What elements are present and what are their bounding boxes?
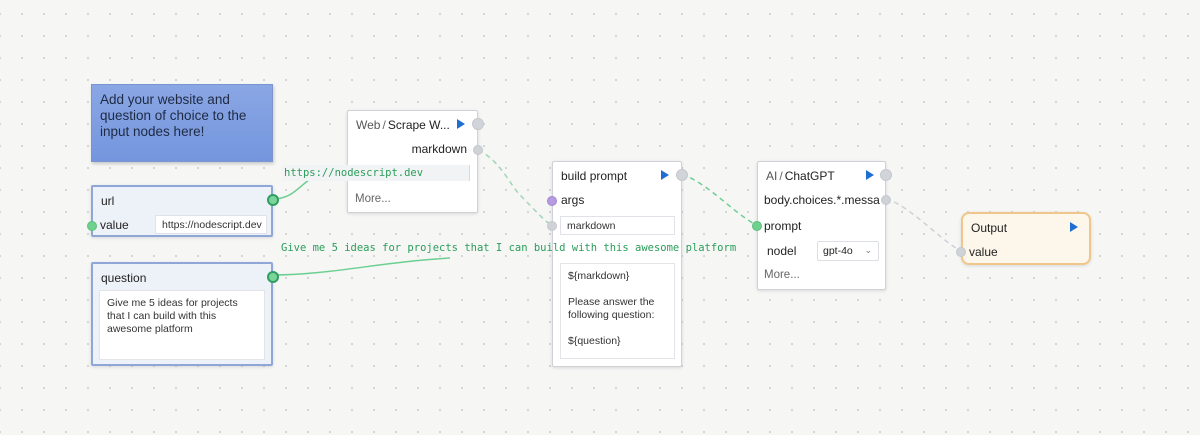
node-output-port[interactable] [472, 118, 484, 130]
markdown-output-label: markdown [411, 142, 467, 156]
node-output-port[interactable] [880, 169, 892, 181]
build-prompt-node[interactable]: build prompt args markdown ${markdown} P… [547, 161, 688, 367]
play-icon[interactable] [866, 170, 874, 180]
node-title: question [101, 271, 147, 285]
body-output-port[interactable] [881, 195, 891, 205]
node-header: Web/Scrape W... [348, 111, 449, 137]
node-output-port[interactable] [676, 169, 688, 181]
url-value-field[interactable]: https://nodescript.dev [155, 215, 267, 234]
question-textarea[interactable]: Give me 5 ideas for projects that I can … [99, 290, 265, 360]
wire-question-to-prompt [271, 257, 451, 276]
value-input-port[interactable] [87, 221, 97, 231]
play-icon[interactable] [457, 119, 465, 129]
prompt-template-textarea[interactable]: ${markdown} Please answer the following … [560, 263, 675, 359]
url-output-port[interactable] [267, 194, 279, 206]
more-link[interactable]: More... [355, 193, 391, 205]
question-output-port[interactable] [267, 271, 279, 283]
chevron-down-icon: ⌄ [864, 245, 872, 255]
markdown-output-port[interactable] [473, 145, 483, 155]
node-header: AI/ChatGPT [758, 162, 857, 188]
prompt-label: prompt [764, 219, 802, 233]
sticky-note[interactable]: Add your website and question of choice … [91, 84, 273, 162]
value-label: value [100, 218, 129, 232]
node-title: url [101, 194, 115, 208]
wire-scrape-to-prompt [477, 149, 553, 226]
node-category: Web [356, 118, 381, 132]
body-choices-label: body.choices.*.messa... [764, 193, 880, 207]
output-node[interactable]: Output value [956, 212, 1091, 265]
question-wire-label: Give me 5 ideas for projects that I can … [281, 242, 737, 254]
node-name: Scrape W... [387, 118, 449, 132]
play-icon[interactable] [661, 170, 669, 180]
model-select[interactable]: gpt-4o ⌄ [817, 241, 879, 261]
args-input-port[interactable] [547, 196, 557, 206]
node-name: ChatGPT [784, 169, 835, 183]
model-value: gpt-4o [823, 245, 853, 257]
value-input-port[interactable] [956, 247, 966, 257]
separator: / [779, 169, 783, 183]
wire-prompt-to-chatgpt [681, 173, 757, 226]
url-input-node[interactable]: url value https://nodescript.dev [87, 185, 279, 237]
chatgpt-node[interactable]: AI/ChatGPT body.choices.*.messa... promp… [752, 161, 892, 290]
url-wire-label: https://nodescript.dev [282, 165, 470, 181]
node-title: Output [971, 221, 1008, 235]
node-title: build prompt [561, 169, 628, 183]
value-label: value [969, 245, 998, 259]
markdown-arg-port[interactable] [547, 221, 557, 231]
model-label: nodel [767, 244, 797, 258]
node-category: AI [766, 169, 778, 183]
scrape-website-node[interactable]: Web/Scrape W... markdown https://nodescr… [282, 110, 484, 213]
prompt-input-port[interactable] [752, 221, 762, 231]
wire-chatgpt-to-output [885, 197, 962, 252]
more-link[interactable]: More... [764, 269, 800, 281]
question-input-node[interactable]: question Give me 5 ideas for projects th… [91, 262, 279, 366]
markdown-arg-field[interactable]: markdown [560, 216, 675, 235]
args-label: args [561, 193, 585, 207]
play-icon[interactable] [1070, 222, 1078, 232]
separator: / [382, 118, 386, 132]
